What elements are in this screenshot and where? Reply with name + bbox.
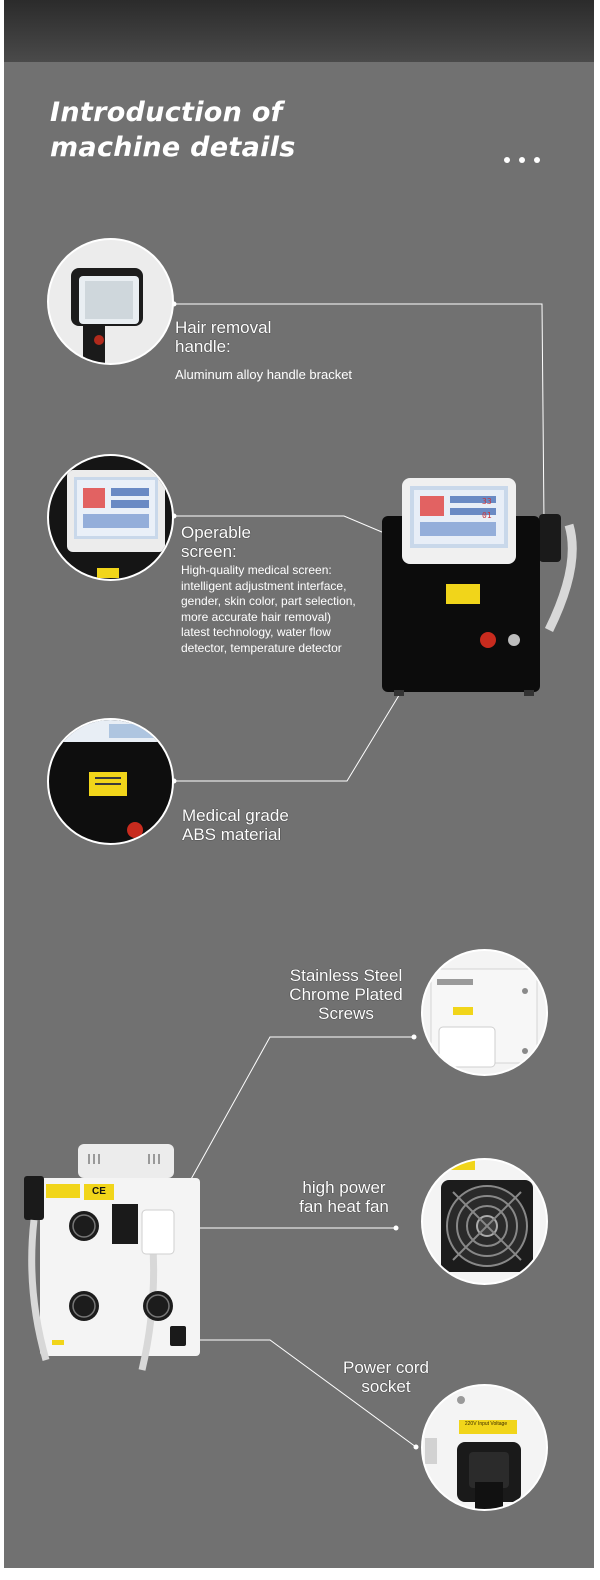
screws-title: Stainless Steel Chrome Plated Screws <box>289 966 403 1023</box>
abs-detail-image <box>47 718 174 845</box>
heading-line-2: machine details <box>50 132 296 163</box>
section-heading: Introduction of machine details <box>50 95 296 165</box>
handle-title: Hair removal handle: <box>175 318 272 356</box>
readout-top: 33 <box>482 497 492 506</box>
machine-back-image <box>24 1144 200 1371</box>
readout-bottom: 01 <box>482 511 492 520</box>
heading-line-1: Introduction of <box>50 97 283 128</box>
screen-readout: 33 01 <box>482 495 492 523</box>
screen-detail-image <box>47 454 174 581</box>
fan-title: high power fan heat fan <box>299 1178 389 1216</box>
top-bar <box>4 0 594 62</box>
abs-title: Medical grade ABS material <box>182 806 289 844</box>
screen-title: Operable screen: <box>181 523 251 561</box>
fan-detail-image <box>421 1158 548 1285</box>
screws-detail-image <box>421 949 548 1076</box>
handle-description: Aluminum alloy handle bracket <box>175 367 353 382</box>
voltage-label: 220V Input Voltage <box>464 1421 508 1427</box>
power-detail-image <box>421 1384 548 1511</box>
power-title: Power cord socket <box>343 1358 429 1396</box>
dots-icon <box>504 148 552 163</box>
screen-description: High-quality medical screen: intelligent… <box>181 563 356 655</box>
page: Introduction of machine details <box>4 0 594 1568</box>
ce-mark: CE <box>92 1186 106 1197</box>
handle-detail-image <box>47 238 174 365</box>
machine-front-image <box>382 478 577 696</box>
